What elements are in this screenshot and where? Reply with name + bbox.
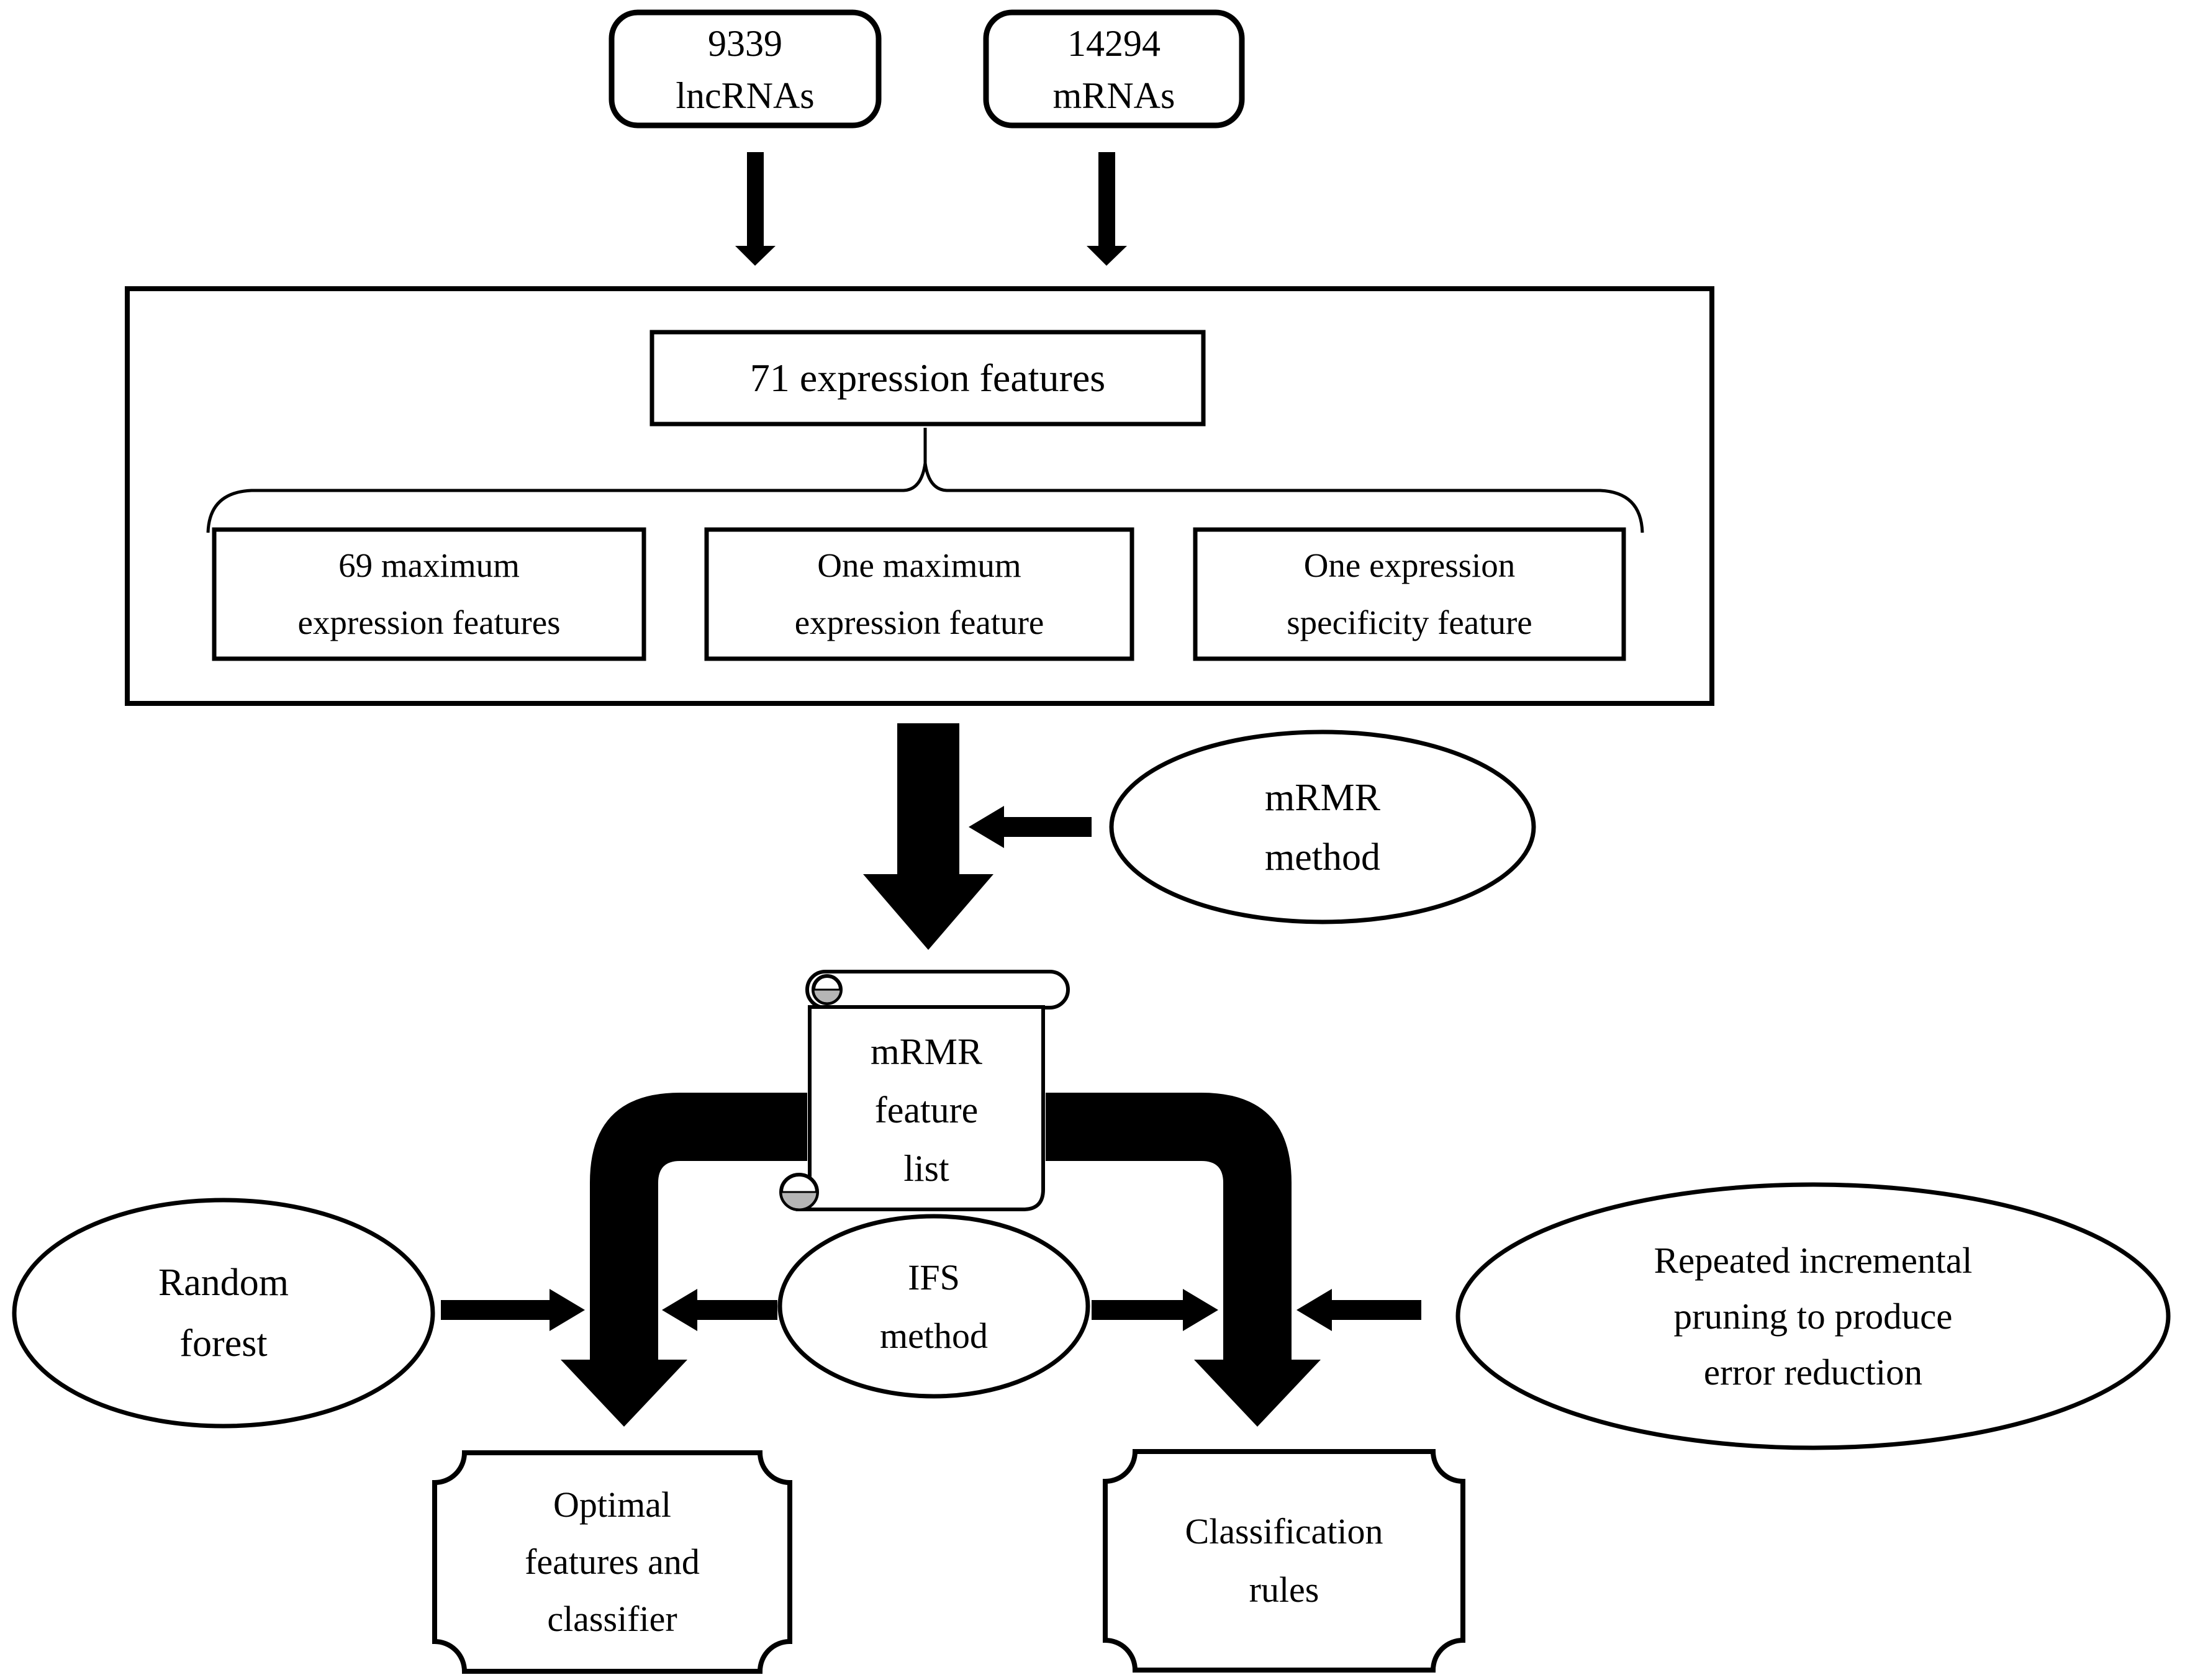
classification-rules-label: Classification rules xyxy=(1105,1456,1463,1665)
expression-features-box-shape xyxy=(649,330,1206,427)
optimal-line2: features and xyxy=(525,1542,700,1582)
optimal-features-badge-shape xyxy=(432,1450,792,1674)
one-max-expression-label: One maximum expression feature xyxy=(707,530,1132,659)
ifs-left-arrow xyxy=(662,1289,777,1331)
mrmr-feature-list-label: mRMR feature list xyxy=(813,1019,1039,1201)
scroll-top-curl-shade xyxy=(812,988,842,1005)
random-forest-arrow xyxy=(441,1289,585,1331)
lncrna-count: 9339 xyxy=(708,23,782,64)
lncrna-box-shape xyxy=(609,9,882,129)
list-to-optimal-arrow xyxy=(561,1093,807,1427)
random-forest-ellipse-shape xyxy=(12,1198,435,1429)
ifs-line1: IFS xyxy=(908,1257,960,1298)
lncrna-box-label: 9339 lncRNAs xyxy=(612,14,879,125)
scroll-line2: feature xyxy=(874,1090,979,1131)
classification-rules-badge-shape xyxy=(1103,1449,1465,1673)
scroll-bottom-curl-shade xyxy=(780,1191,818,1211)
features-container-box xyxy=(125,286,1714,706)
brace xyxy=(206,428,1644,533)
features-to-list-arrow xyxy=(863,723,993,950)
rules-line2: rules xyxy=(1249,1569,1319,1610)
optimal-line3: classifier xyxy=(547,1599,677,1639)
mrna-type: mRNAs xyxy=(1052,75,1175,116)
ripper-line2: pruning to produce xyxy=(1673,1296,1953,1337)
rules-line1: Classification xyxy=(1185,1511,1383,1551)
expression-features-text: 71 expression features xyxy=(749,356,1106,400)
one-max-line1: One maximum xyxy=(817,546,1021,584)
max-expression-features-box-shape xyxy=(212,527,646,661)
mrmr-method-arrow xyxy=(969,806,1092,848)
scroll-line3: list xyxy=(903,1148,949,1189)
mrna-count: 14294 xyxy=(1067,23,1161,64)
mrna-box-shape xyxy=(983,9,1245,129)
one-expression-specificity-label: One expression specificity feature xyxy=(1195,530,1624,659)
ifs-line2: method xyxy=(880,1315,988,1356)
specificity-line2: specificity feature xyxy=(1287,603,1532,641)
expression-features-label: 71 expression features xyxy=(652,332,1203,424)
scroll-line1: mRMR xyxy=(870,1031,983,1072)
mrmr-method-ellipse-shape xyxy=(1109,729,1536,924)
random-forest-line2: forest xyxy=(179,1322,268,1365)
scroll-shape xyxy=(779,970,1070,1211)
ifs-method-label: IFS method xyxy=(780,1218,1088,1395)
one-max-expression-box-shape xyxy=(704,527,1134,661)
scroll-top-roll xyxy=(805,970,1070,1009)
specificity-line1: One expression xyxy=(1303,546,1516,584)
ripper-label: Repeated incremental pruning to produce … xyxy=(1462,1189,2164,1443)
max-expression-line1: 69 maximum xyxy=(338,546,520,584)
random-forest-line1: Random xyxy=(158,1262,289,1304)
ifs-right-arrow xyxy=(1092,1289,1218,1331)
ifs-method-ellipse-shape xyxy=(777,1214,1090,1399)
mrmr-method-line2: method xyxy=(1265,836,1380,878)
optimal-features-label: Optimal features and classifier xyxy=(435,1458,790,1666)
mrna-down-arrow xyxy=(1087,152,1127,266)
ripper-line3: error reduction xyxy=(1703,1352,1923,1393)
mrmr-method-line1: mRMR xyxy=(1264,776,1381,819)
lncrna-type: lncRNAs xyxy=(676,75,815,116)
list-to-rules-arrow xyxy=(1046,1093,1321,1427)
ripper-line1: Repeated incremental xyxy=(1654,1240,1973,1281)
mrna-box-label: 14294 mRNAs xyxy=(986,14,1242,125)
ripper-arrow xyxy=(1296,1289,1421,1331)
max-expression-line2: expression features xyxy=(297,603,561,641)
ripper-ellipse-shape xyxy=(1455,1182,2171,1450)
mrmr-method-label: mRMR method xyxy=(1111,736,1534,919)
random-forest-label: Random forest xyxy=(16,1201,432,1425)
lncrna-down-arrow xyxy=(735,152,776,266)
optimal-line1: Optimal xyxy=(553,1484,672,1525)
max-expression-features-label: 69 maximum expression features xyxy=(214,530,644,659)
one-max-line2: expression feature xyxy=(794,603,1044,641)
one-expression-specificity-box-shape xyxy=(1193,527,1626,661)
